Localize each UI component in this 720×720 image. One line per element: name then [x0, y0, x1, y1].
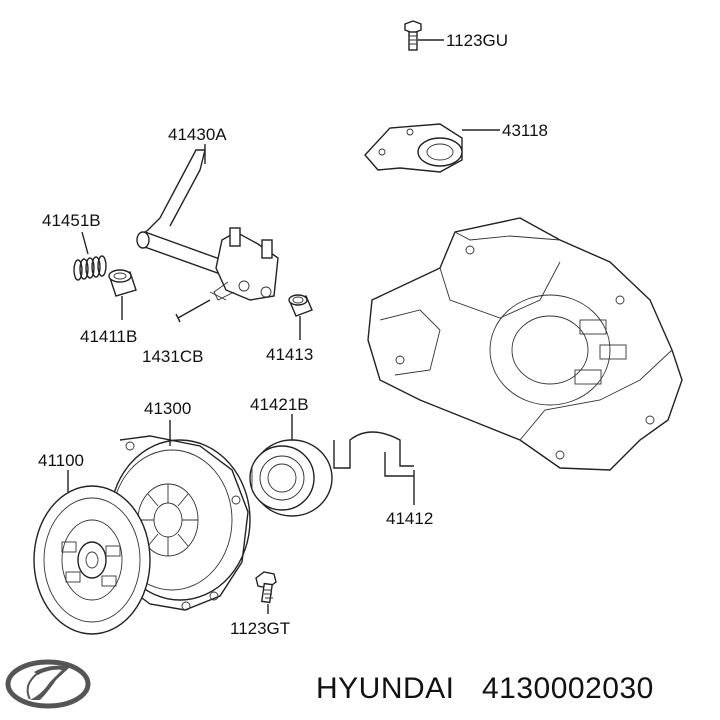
release-fork-41430a-icon — [136, 144, 279, 301]
label-41430a: 41430A — [168, 125, 227, 144]
release-bearing-41421b-icon — [249, 414, 333, 517]
hyundai-logo-icon — [5, 659, 91, 709]
clutch-disc-41100-icon — [33, 470, 151, 635]
label-1123gu: 1123GU — [446, 31, 508, 50]
brand-name: HYUNDAI — [316, 672, 455, 705]
label-41451b: 41451B — [42, 211, 101, 230]
label-43118: 43118 — [502, 121, 548, 140]
label-41100: 41100 — [38, 451, 84, 470]
pin-1431cb-icon — [175, 291, 227, 323]
part-number: 4130002030 — [482, 672, 654, 705]
label-1123gt: 1123GT — [230, 619, 290, 638]
bushing-41413-icon — [288, 294, 313, 340]
bolt-1123gt-icon — [255, 571, 277, 614]
label-41421b: 41421B — [250, 395, 309, 414]
label-41412: 41412 — [386, 509, 433, 528]
label-41413: 41413 — [266, 345, 313, 364]
spring-41451b-icon — [73, 231, 107, 281]
transmission-case-icon — [367, 217, 683, 471]
clip-41412-icon — [333, 431, 415, 505]
bushing-41411b-icon — [108, 269, 137, 320]
bracket-43118-icon — [364, 123, 500, 173]
label-41411b: 41411B — [80, 327, 137, 346]
bolt-1123gu-icon — [404, 20, 444, 51]
label-1431cb: 1431CB — [142, 347, 203, 366]
label-41300: 41300 — [144, 399, 191, 418]
